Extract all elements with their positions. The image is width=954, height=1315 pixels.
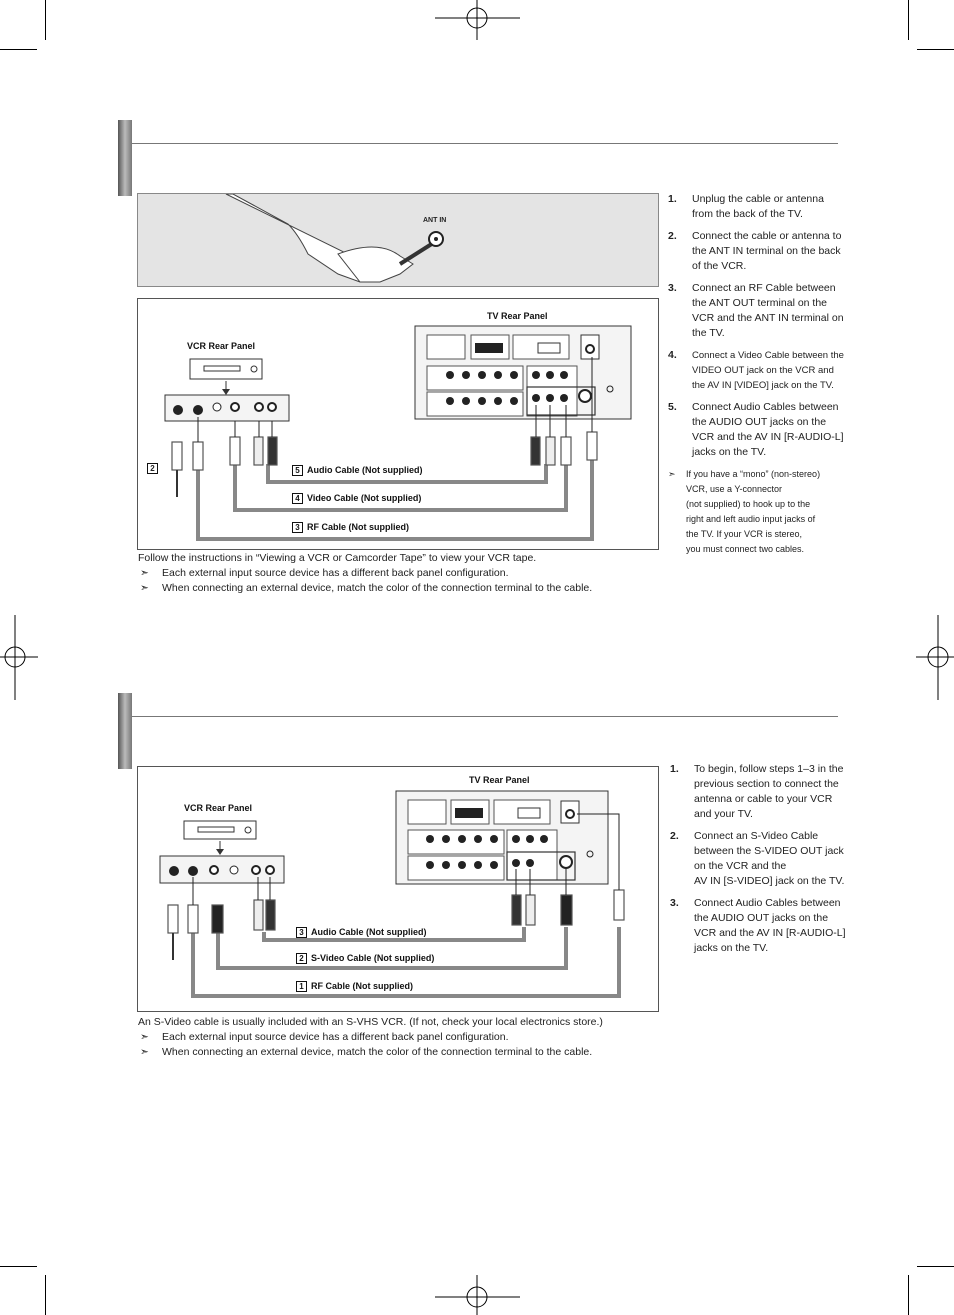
- note-bullet: ➣When connecting an external device, mat…: [140, 582, 593, 594]
- step-list-item: 4.Connect a Video Cable between the VIDE…: [668, 349, 844, 391]
- vcr-rear-panel-label: VCR Rear Panel: [184, 803, 253, 813]
- step-list-item: 1.Unplug the cable or antenna from the b…: [668, 193, 824, 220]
- section1-steps: 1.Unplug the cable or antenna from the b…: [668, 192, 858, 557]
- arrow-bullet-icon: ➣: [140, 582, 149, 594]
- vcr-rear-panel-label: VCR Rear Panel: [187, 341, 256, 351]
- ant-in-label: ANT IN: [423, 217, 447, 224]
- hand-plugging-cable-illustration: [225, 193, 444, 283]
- mono-vcr-note: ➣If you have a “mono” (non-stereo) VCR, …: [668, 469, 821, 554]
- section2-steps: 1.To begin, follow steps 1–3 in the prev…: [670, 762, 860, 963]
- section1-header-bar: [118, 120, 132, 196]
- arrow-bullet-icon: ➣: [668, 469, 676, 479]
- section2-connection-diagram: VCR Rear Panel TV Rear Panel: [137, 766, 659, 1012]
- step-list-item: 5.Connect Audio Cables between the AUDIO…: [668, 401, 844, 458]
- note-bullet: ➣Each external input source device has a…: [140, 567, 509, 579]
- section1-wiring-drawing: [164, 325, 632, 541]
- section1-intro-text: Follow the instructions in “Viewing a VC…: [138, 552, 537, 564]
- section2-footer-notes: An S-Video cable is usually included wit…: [138, 1015, 758, 1060]
- tv-rear-panel-label: TV Rear Panel: [487, 311, 548, 321]
- step-list-item: 2.Connect the cable or antenna to the AN…: [668, 230, 842, 272]
- registration-mark-bottom: [435, 1275, 520, 1315]
- registration-mark-left: [0, 615, 38, 700]
- section1-connection-diagram: VCR Rear Panel TV Rear Panel: [137, 298, 659, 550]
- antenna-photo: ANT IN: [137, 193, 659, 287]
- step-list-item: 3.Connect an RF Cable between the ANT OU…: [668, 282, 844, 339]
- section2-header-bar: [118, 693, 132, 769]
- section2-wiring-drawing: [159, 790, 625, 998]
- section1-footer-notes: Follow the instructions in “Viewing a VC…: [138, 551, 738, 596]
- arrow-bullet-icon: ➣: [140, 1031, 149, 1043]
- section1-header-line: [132, 143, 838, 144]
- step-list-item: 1.To begin, follow steps 1–3 in the prev…: [670, 763, 844, 820]
- arrow-bullet-icon: ➣: [140, 567, 149, 579]
- section2-intro-text: An S-Video cable is usually included wit…: [138, 1016, 603, 1028]
- registration-mark-top: [435, 0, 520, 40]
- tv-rear-panel-label: TV Rear Panel: [469, 775, 530, 785]
- section2-header-line: [132, 716, 838, 717]
- note-bullet: ➣Each external input source device has a…: [140, 1031, 509, 1043]
- step-list-item: 3.Connect Audio Cables between the AUDIO…: [670, 897, 846, 954]
- rf-step-marker: 2: [147, 463, 162, 474]
- note-bullet: ➣When connecting an external device, mat…: [140, 1046, 593, 1058]
- arrow-bullet-icon: ➣: [140, 1046, 149, 1058]
- step-list-item: 2.Connect an S-Video Cable between the S…: [670, 830, 845, 887]
- registration-mark-right: [916, 615, 954, 700]
